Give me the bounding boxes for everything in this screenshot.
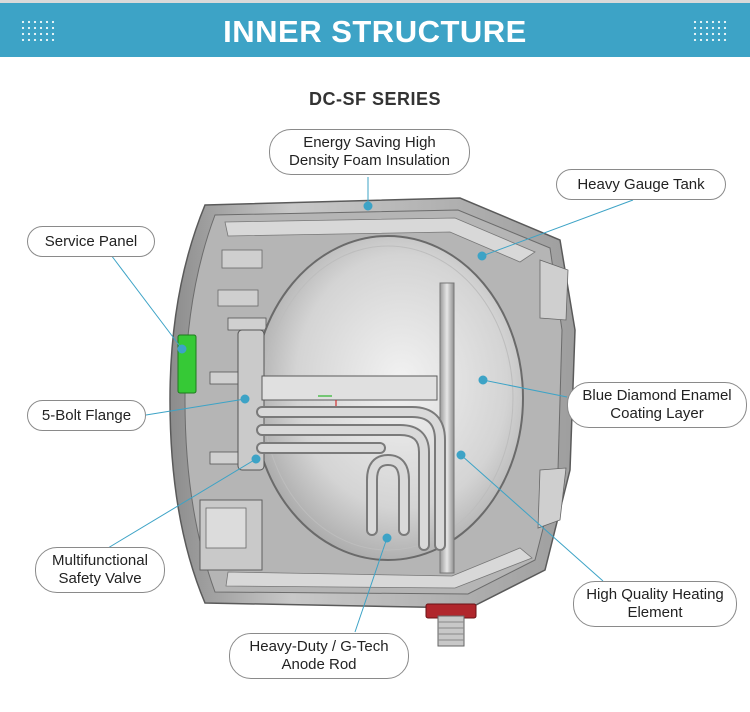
label-service-panel: Service Panel [27,226,155,257]
heating-element [256,406,446,551]
service-panel-part [177,334,197,394]
series-subtitle: DC-SF SERIES [308,89,442,109]
label-anode-rod: Heavy-Duty / G-Tech Anode Rod [229,633,409,679]
label-safety-valve: Multifunctional Safety Valve [35,547,165,593]
label-heavy-gauge-tank: Heavy Gauge Tank [556,169,726,200]
page-title: INNER STRUCTURE [223,14,527,49]
safety-valve-outlet [425,603,477,647]
dot-pattern-right [692,19,728,41]
label-foam-insulation: Energy Saving High Density Foam Insulati… [269,129,470,175]
leader-lines [107,177,634,633]
header-banner: INNER STRUCTURE [0,0,750,57]
thermostat-tube [261,375,438,401]
label-enamel-coating: Blue Diamond Enamel Coating Layer [567,382,747,428]
label-bolt-flange: 5-Bolt Flange [27,400,146,431]
label-heating-element: High Quality Heating Element [573,581,737,627]
dot-pattern-left [20,19,56,41]
